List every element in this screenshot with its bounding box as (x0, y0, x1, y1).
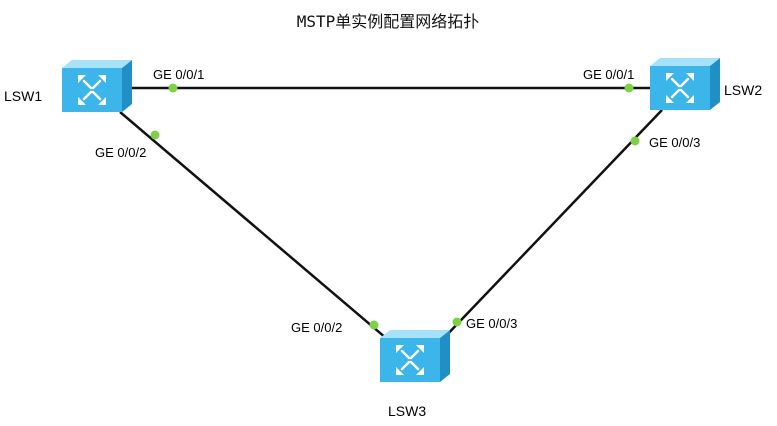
port-label-lsw3-ge003: GE 0/0/3 (466, 316, 517, 331)
device-label-lsw3: LSW3 (388, 403, 426, 419)
device-label-lsw1: LSW1 (4, 88, 42, 104)
port-dot-lsw1-ge001 (168, 83, 178, 93)
switch-icon (648, 56, 722, 112)
port-dot-lsw3-ge002 (369, 320, 379, 330)
port-label-lsw1-ge001: GE 0/0/1 (153, 67, 204, 82)
port-label-lsw1-ge002: GE 0/0/2 (95, 145, 146, 160)
switch-lsw2[interactable] (648, 56, 722, 112)
port-label-lsw2-ge001: GE 0/0/1 (583, 67, 634, 82)
switch-icon (378, 328, 452, 384)
switch-lsw1[interactable] (60, 58, 134, 114)
diagram-title: MSTP单实例配置网络拓扑 (297, 12, 480, 31)
link-lsw1-lsw3 (119, 111, 387, 339)
port-label-lsw3-ge002: GE 0/0/2 (291, 320, 342, 335)
port-dot-lsw2-ge001 (624, 83, 634, 93)
switch-lsw3[interactable] (378, 328, 452, 384)
device-label-lsw2: LSW2 (724, 82, 762, 98)
port-dot-lsw1-ge002 (150, 130, 160, 140)
port-label-lsw2-ge003: GE 0/0/3 (649, 135, 700, 150)
port-dot-lsw2-ge003 (630, 136, 640, 146)
switch-icon (60, 58, 134, 114)
port-dot-lsw3-ge003 (452, 317, 462, 327)
link-lsw2-lsw3 (441, 109, 663, 341)
